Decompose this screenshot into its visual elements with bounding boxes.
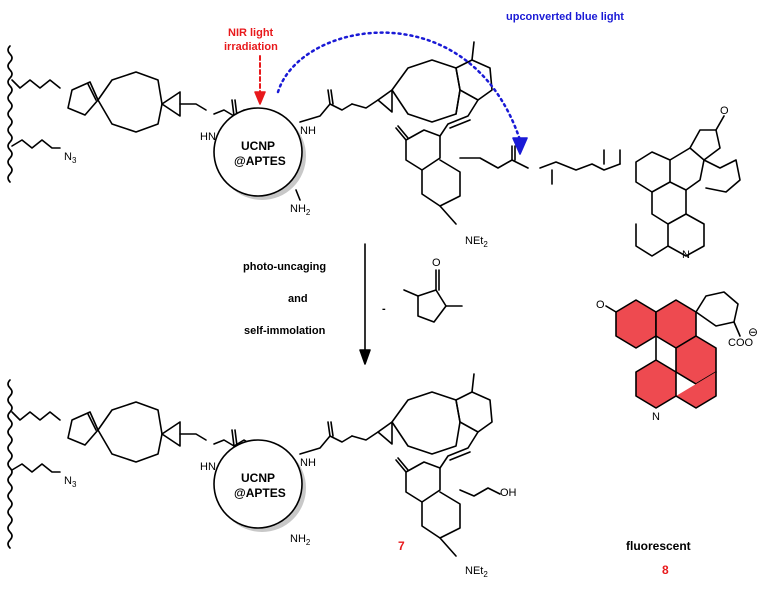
- linker-right-top: [351, 99, 379, 109]
- upconversion-arc: [276, 31, 522, 142]
- compound-8-label: 8: [662, 563, 669, 577]
- n-julolidine-top: N: [682, 249, 690, 261]
- aptes-label-bottom: @APTES: [234, 486, 286, 500]
- cyclooctane-bottom: [97, 401, 163, 463]
- compound-7-label: 7: [398, 539, 405, 553]
- carbamate-right-bottom: [299, 435, 353, 455]
- triazole-double-top: [87, 83, 97, 101]
- step3-label: self-immolation: [244, 325, 326, 337]
- alkyl-chain-bottom-2: [11, 463, 61, 473]
- ucnp-particle-bottom: [213, 439, 303, 529]
- triazole-ring-bottom: [67, 411, 99, 446]
- phthalide-benzene-top: [703, 159, 741, 193]
- cyclopropane-right-bottom: [377, 421, 393, 445]
- oh-label: OH: [500, 487, 517, 499]
- net2-label-top: NEt2: [465, 235, 488, 250]
- fluorescent-label: fluorescent: [626, 539, 691, 553]
- lactone-top: [689, 129, 721, 161]
- n3-label-top: N3: [64, 151, 77, 166]
- xanthene-right-ring-top: [669, 147, 705, 191]
- fluor-benzoate-ring: [695, 291, 739, 327]
- vinyl-linker-top: [439, 99, 479, 137]
- reaction-arrowhead: [359, 349, 371, 365]
- imid-o-label: O: [432, 257, 441, 269]
- cyclooctane-right-bottom: [391, 391, 461, 455]
- lactone-o-top: O: [720, 105, 729, 117]
- nir-label-line2: irradiation: [224, 41, 278, 53]
- cyclooctane-top: [97, 71, 163, 133]
- fluor-o-label: O: [596, 299, 605, 311]
- linker-right-bottom: [351, 431, 379, 441]
- ucnp-label-top: UCNP: [241, 139, 276, 153]
- fluor-n-label: N: [652, 411, 660, 423]
- ester-link-top: [459, 157, 529, 169]
- nh-label-top: NH: [300, 125, 316, 137]
- carbonyl-top-left: [231, 99, 235, 117]
- nh2-label-bottom: NH2: [290, 533, 311, 548]
- hn-label-top: HN: [200, 131, 216, 143]
- coumarin-benzene-top: [421, 159, 461, 207]
- fluor-ring-left: [615, 299, 657, 349]
- surface-wavy-line-top: [7, 45, 13, 183]
- julolidine-top: [635, 189, 705, 257]
- methyl-top: [471, 41, 475, 61]
- hydroxymethyl-bottom: [459, 487, 501, 497]
- carbamate-right-top: [299, 103, 353, 123]
- imidazolidinone-ring: [417, 289, 447, 323]
- minus-sign: -: [382, 303, 386, 315]
- vinyl-linker-bottom: [439, 431, 479, 469]
- carboxylate-label: COO: [728, 337, 754, 349]
- ucnp-particle-top: [213, 107, 303, 197]
- surface-wavy-line-bottom: [7, 379, 13, 549]
- pyridazine-bottom: [455, 391, 493, 433]
- nh-label-bottom: NH: [300, 457, 316, 469]
- step1-label: photo-uncaging: [243, 261, 327, 273]
- coumarin-pyrone-top: [405, 129, 441, 171]
- nir-arrowhead: [254, 91, 266, 105]
- n3-label-bottom: N3: [64, 475, 77, 490]
- linker-top: [179, 103, 207, 111]
- upconversion-arrowhead: [512, 137, 528, 155]
- nh2-label-top: NH2: [290, 203, 311, 218]
- cyclooctane-right-top: [391, 59, 461, 123]
- net2-label-bottom: NEt2: [465, 565, 488, 580]
- cyclopropane-right-top: [377, 89, 393, 113]
- ethylenediamine-top: [539, 161, 621, 171]
- xanthene-left-ring-top: [635, 151, 671, 193]
- cyclopropane-top: [161, 91, 181, 117]
- aptes-label-top: @APTES: [234, 154, 286, 168]
- ucnp-label-bottom: UCNP: [241, 471, 276, 485]
- step2-label: and: [288, 293, 308, 305]
- coumarin-carbonyl-top: [395, 127, 407, 141]
- fluor-carbonyl: [605, 305, 617, 313]
- triazole-ring-top: [67, 81, 99, 116]
- cyclopropane-bottom: [161, 421, 181, 447]
- negative-charge-icon: ⊖: [748, 325, 759, 339]
- alkyl-chain-top-1: [11, 79, 61, 89]
- hn-label-bottom: HN: [200, 461, 216, 473]
- coumarin-benzene-bottom: [421, 491, 461, 539]
- upconverted-label: upconverted blue light: [506, 11, 624, 23]
- fluor-julolidine: [635, 335, 717, 409]
- linker-bottom: [179, 433, 207, 441]
- nir-label-line1: NIR light: [228, 27, 274, 39]
- alkyl-chain-top-2: [11, 139, 61, 149]
- coumarin-pyrone-bottom: [405, 461, 441, 503]
- alkyl-chain-bottom-1: [11, 411, 61, 421]
